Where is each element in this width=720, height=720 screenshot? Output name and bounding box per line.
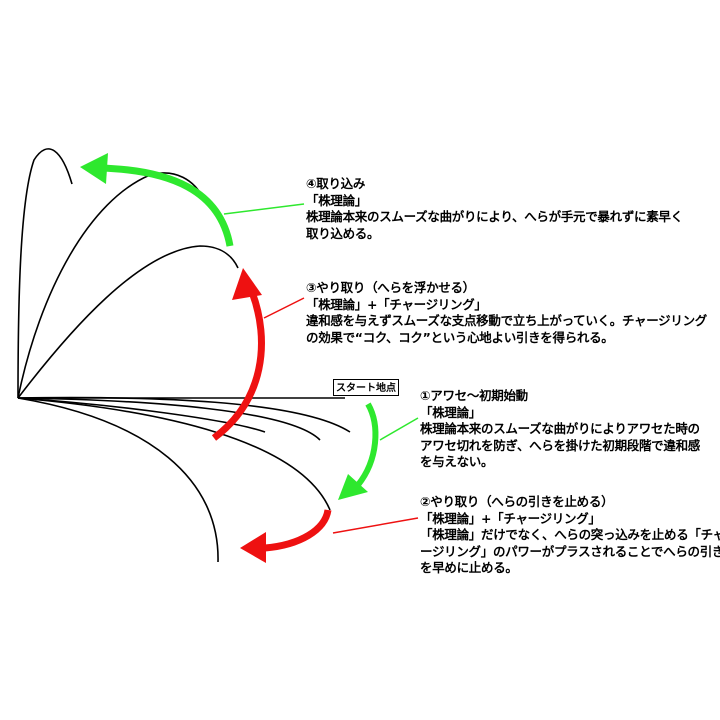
connector-stage1 xyxy=(379,417,419,441)
note-stage2-title: ②やり取り（へらの引きを止める） xyxy=(420,494,614,509)
note-stage2-sub: 「株理論」+「チャージリング」 xyxy=(420,510,601,526)
red-arrow-stage3 xyxy=(211,268,265,441)
note-stage3: ③やり取り（へらを浮かせる） 「株理論」+「チャージリング」 違和感を与えずスム… xyxy=(306,280,707,346)
connector-stage3 xyxy=(263,297,305,319)
rod-curve-stage1-a xyxy=(17,396,351,433)
note-stage1-body-2: アワセ切れを防ぎ、へらを掛けた初期段階で違和感 xyxy=(420,437,700,453)
note-stage4-body-1: 株理論本来のスムーズな曲がりにより、へらが手元で暴れずに素早く xyxy=(306,209,683,224)
note-stage4-sub: 「株理論」 xyxy=(306,192,368,208)
rod-curve-stage2-deep xyxy=(17,397,219,563)
red-arrow-stage2 xyxy=(240,509,332,563)
note-stage1-body-3: を与えない。 xyxy=(420,454,494,469)
rod-curve-stage1-b xyxy=(17,397,321,441)
note-stage4-title: ④取り込み xyxy=(306,176,366,191)
connector-stage4 xyxy=(223,203,305,215)
green-arrow-stage4 xyxy=(80,153,234,247)
note-stage1-body-1: 株理論本来のスムーズな曲がりによりアワセた時の xyxy=(420,421,700,436)
rod-curves xyxy=(17,148,351,563)
note-stage3-body-1: 違和感を与えずスムーズな支点移動で立ち上がっていく。チャージリング xyxy=(306,313,707,328)
note-stage2-body-1: 「株理論」だけでなく、へらの突っ込みを止める「チャ xyxy=(420,527,720,542)
note-stage3-body-2: の効果で“コク、コク”という心地よい引きを得られる。 xyxy=(306,329,614,345)
green-arrow-stage1 xyxy=(338,402,379,500)
connector-stage2 xyxy=(332,517,419,534)
note-stage4-body-2: 取り込める。 xyxy=(306,225,380,241)
rod-curve-stage3-tall xyxy=(17,172,205,399)
note-stage1-sub: 「株理論」 xyxy=(420,404,482,420)
rod-curve-stage3 xyxy=(17,245,239,399)
note-stage1-title: ①アワセ～初期始動 xyxy=(420,388,528,403)
note-stage2: ②やり取り（へらの引きを止める） 「株理論」+「チャージリング」 「株理論」だけ… xyxy=(420,494,720,577)
note-stage2-body-3: を早めに止める。 xyxy=(420,560,518,575)
note-stage1: ①アワセ～初期始動 「株理論」 株理論本来のスムーズな曲がりによりアワセた時の … xyxy=(420,388,700,471)
note-stage3-sub: 「株理論」+「チャージリング」 xyxy=(306,296,487,312)
start-point-label: スタート地点 xyxy=(333,379,399,396)
note-stage2-body-2: ージリング」のパワーがプラスされることでへらの引き xyxy=(420,543,720,559)
note-stage3-title: ③やり取り（へらを浮かせる） xyxy=(306,280,475,295)
note-stage4: ④取り込み 「株理論」 株理論本来のスムーズな曲がりにより、へらが手元で暴れずに… xyxy=(306,176,683,242)
rod-curve-stage4 xyxy=(17,148,73,399)
